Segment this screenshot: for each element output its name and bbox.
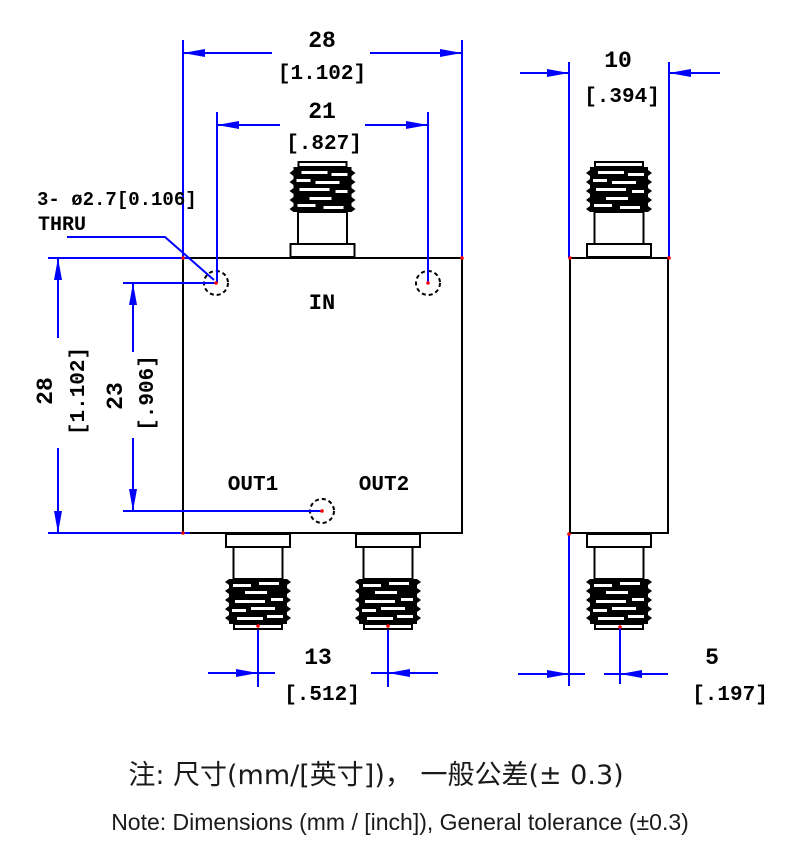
sma-connector-out1 — [224, 533, 292, 630]
dim-hole-height: 23 [.906] — [103, 282, 322, 512]
dim-text-906: [.906] — [137, 355, 160, 431]
hole-callout-text: 3- ø2.7[0.106] — [37, 189, 197, 211]
side-view — [569, 161, 669, 630]
dim-text-10: 10 — [604, 48, 632, 74]
dim-text-21: 21 — [308, 99, 336, 125]
dim-text-1102-left: [1.102] — [68, 347, 91, 435]
dim-out-span: 13 [.512] — [208, 630, 438, 707]
sma-connector-in — [288, 161, 357, 258]
dim-text-23: 23 — [103, 382, 129, 410]
front-body-outline — [182, 257, 463, 534]
dim-text-1102-top: [1.102] — [278, 63, 366, 86]
hole-callout-thru: THRU — [38, 214, 86, 237]
dim-text-512: [.512] — [284, 684, 360, 707]
dim-hole-span: 21 [.827] — [216, 99, 429, 283]
port-label-in: IN — [309, 291, 335, 316]
dim-body-height: 28 [1.102] — [33, 257, 190, 534]
dim-text-394: [.394] — [584, 86, 660, 109]
note-english: Note: Dimensions (mm / [inch]), General … — [111, 809, 689, 835]
port-label-out1: OUT1 — [228, 474, 278, 497]
dim-text-827: [.827] — [286, 133, 362, 156]
leader-line — [67, 236, 215, 281]
dim-text-28-left: 28 — [33, 377, 59, 405]
sma-connector-side-bottom — [585, 533, 653, 630]
note-chinese: 注: 尺寸(mm/[英寸])， 一般公差(± 0.3) — [128, 760, 623, 791]
dim-text-13: 13 — [304, 645, 332, 671]
side-body-outline — [569, 257, 669, 534]
dim-text-28-top: 28 — [308, 28, 336, 54]
dim-edge-offset: 5 [.197] — [518, 534, 768, 707]
port-label-out2: OUT2 — [359, 474, 409, 497]
sma-connector-out2 — [354, 533, 422, 630]
dim-text-197: [.197] — [692, 684, 768, 707]
snap-dots — [181, 256, 671, 629]
dim-body-width: 28 [1.102] — [182, 28, 463, 258]
dim-body-depth: 10 [.394] — [520, 48, 720, 258]
dim-text-5: 5 — [705, 645, 719, 671]
hole-callout: 3- ø2.7[0.106] THRU — [37, 189, 215, 281]
front-view: IN OUT1 OUT2 — [182, 161, 463, 630]
sma-connector-side-top — [585, 161, 653, 258]
